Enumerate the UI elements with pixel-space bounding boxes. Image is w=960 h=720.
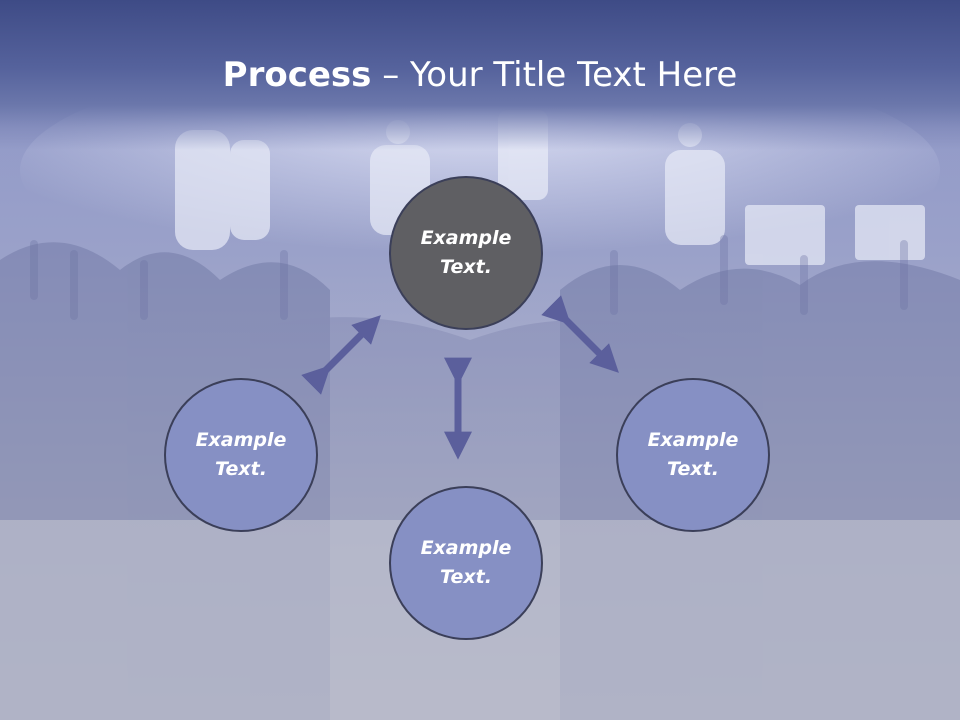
- node-left: Example Text.: [164, 378, 318, 532]
- node-right: Example Text.: [616, 378, 770, 532]
- title-separator: –: [371, 55, 411, 95]
- slide-title: Process – Your Title Text Here: [0, 52, 960, 98]
- node-bottom: Example Text.: [389, 486, 543, 640]
- node-top: Example Text.: [389, 176, 543, 330]
- title-rest: Your Title Text Here: [410, 55, 738, 95]
- node-right-label: Example Text.: [647, 429, 739, 480]
- title-bold: Process: [222, 55, 372, 95]
- node-left-label: Example Text.: [195, 429, 287, 480]
- node-bottom-label: Example Text.: [420, 537, 512, 588]
- node-top-label: Example Text.: [420, 227, 512, 278]
- title-band: [0, 0, 960, 150]
